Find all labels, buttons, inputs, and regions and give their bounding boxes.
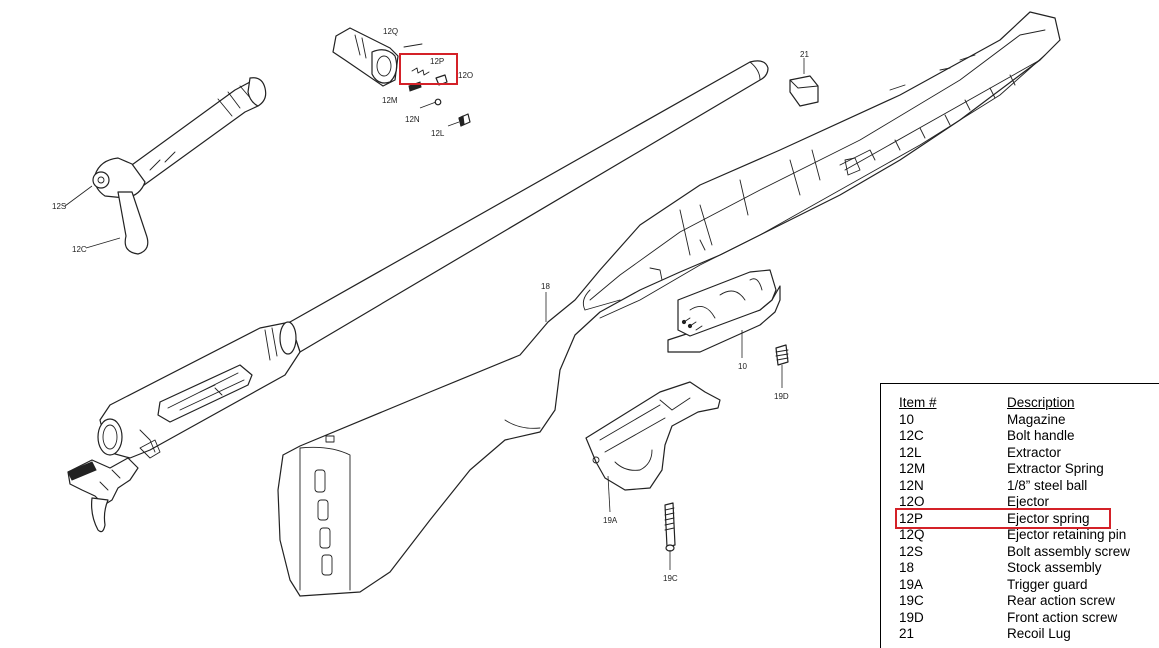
item-number: 18 — [899, 560, 915, 575]
legend-row: 12Q Ejector retaining pin — [881, 527, 1159, 543]
callout-12L: 12L — [431, 129, 445, 138]
item-description: Extractor Spring — [1007, 461, 1104, 476]
callout-12P: 12P — [430, 57, 444, 66]
callout-18: 18 — [541, 282, 550, 291]
item-description: Magazine — [1007, 411, 1066, 427]
legend-row: 18 Stock assembly — [881, 560, 1159, 576]
legend-row: 12O Ejector — [881, 494, 1159, 510]
recoil-lug — [789, 58, 819, 107]
front-action-screw — [775, 344, 789, 388]
parts-legend: Item # Description 10 Magazine 12C Bolt ha… — [880, 383, 1159, 648]
callout-19C: 19C — [663, 574, 678, 583]
callout-12O: 12O — [458, 71, 473, 80]
legend-row: 10 Magazine — [881, 412, 1159, 428]
item-description: 1/8” steel ball — [1007, 477, 1088, 493]
item-number: 12S — [899, 543, 924, 559]
callout-12C: 12C — [72, 245, 87, 254]
callout-19A: 19A — [603, 516, 618, 525]
item-description: Ejector — [1007, 494, 1050, 509]
item-description: Recoil Lug — [1007, 626, 1071, 641]
legend-row: 12M Extractor Spring — [881, 461, 1159, 477]
item-description: Rear action screw — [1007, 593, 1116, 608]
item-number: 19A — [899, 576, 924, 592]
legend-highlight-12P — [895, 508, 1111, 529]
item-number: 19C — [899, 593, 924, 608]
callout-12S: 12S — [52, 202, 66, 211]
barreled-action — [67, 60, 769, 533]
stock-assembly — [277, 11, 1061, 597]
item-description: Ejector retaining pin — [1007, 527, 1127, 542]
legend-row: 21 Recoil Lug — [881, 626, 1159, 642]
callout-12M: 12M — [382, 96, 398, 105]
magazine — [667, 269, 781, 358]
diagram-highlight-12P — [399, 53, 458, 85]
legend-row: 12S Bolt assembly screw — [881, 544, 1159, 560]
legend-row: 19A Trigger guard — [881, 577, 1159, 593]
legend-row: 19C Rear action screw — [881, 593, 1159, 609]
item-number: 12M — [899, 461, 926, 476]
callout-21: 21 — [800, 50, 809, 59]
item-number: 12N — [899, 477, 924, 493]
item-description: Bolt assembly screw — [1007, 543, 1131, 559]
header-item: Item # — [899, 395, 937, 410]
item-number: 10 — [899, 411, 915, 427]
legend-row: 12N 1/8” steel ball — [881, 478, 1159, 494]
legend-row-highlighted: 12P Ejector spring — [881, 511, 1159, 527]
callout-12Q: 12Q — [383, 27, 398, 36]
item-description: Trigger guard — [1007, 576, 1088, 592]
legend-row: 12C Bolt handle — [881, 428, 1159, 444]
item-number: 12P — [899, 510, 924, 526]
callout-10: 10 — [738, 362, 747, 371]
item-number: 21 — [899, 626, 915, 641]
callout-19D: 19D — [774, 392, 789, 401]
item-number: 12O — [899, 494, 925, 509]
item-description: Extractor — [1007, 444, 1062, 460]
bolt-head-group — [332, 27, 471, 127]
legend-row: 12L Extractor — [881, 445, 1159, 461]
trigger-guard — [585, 381, 721, 513]
item-number: 12Q — [899, 527, 925, 542]
item-description: Stock assembly — [1007, 560, 1102, 575]
bolt-assembly — [64, 77, 267, 255]
item-description: Bolt handle — [1007, 428, 1075, 443]
item-number: 19D — [899, 609, 924, 625]
callout-12N: 12N — [405, 115, 420, 124]
legend-header: Item # Description — [881, 395, 1159, 411]
item-number: 12L — [899, 444, 922, 460]
item-number: 12C — [899, 428, 924, 443]
item-description: Front action screw — [1007, 609, 1118, 625]
item-description: Ejector spring — [1007, 510, 1090, 526]
rear-action-screw — [664, 502, 676, 570]
header-description: Description — [1007, 395, 1075, 410]
legend-row: 19D Front action screw — [881, 610, 1159, 626]
